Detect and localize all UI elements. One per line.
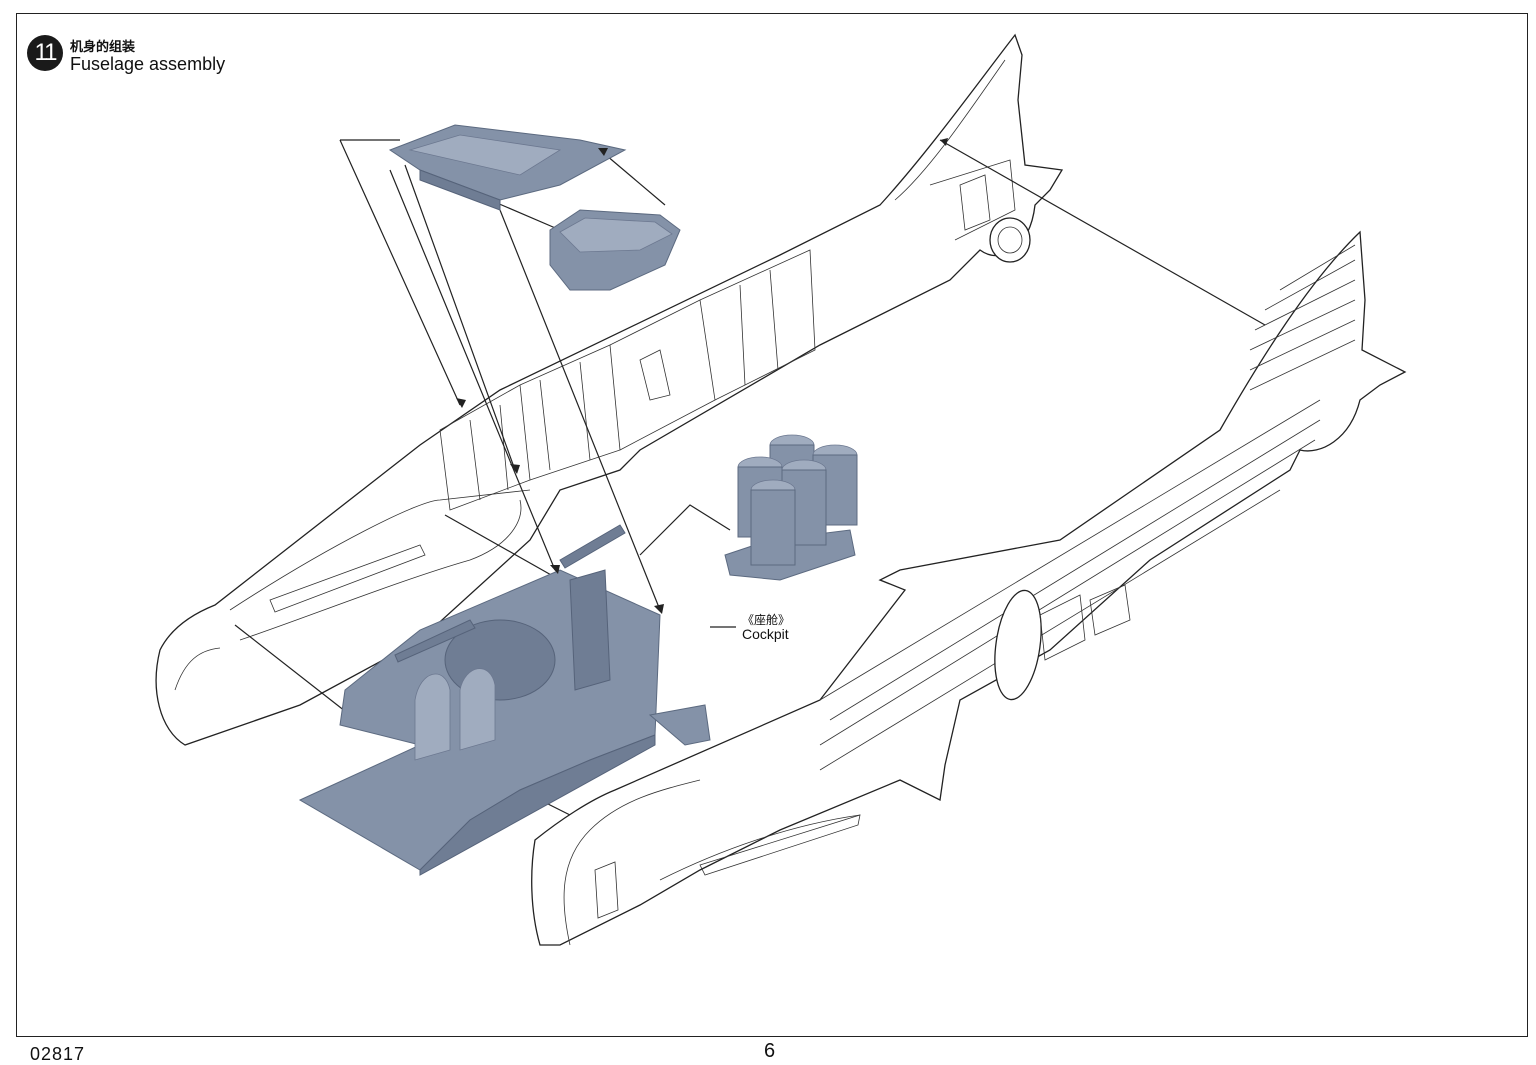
right-fuselage-half — [531, 230, 1407, 946]
assembly-guide-lines — [234, 139, 1266, 816]
page-frame — [16, 13, 1528, 1037]
cockpit-callout-english: Cockpit — [742, 626, 789, 642]
product-code: 02817 — [30, 1044, 86, 1064]
step-title-chinese: 机身的组装 — [70, 39, 136, 54]
instrument-panel-part — [549, 209, 681, 291]
step-title-english: Fuselage assembly — [70, 54, 226, 74]
cockpit-tub-part — [298, 524, 711, 876]
page-number: 6 — [764, 1040, 776, 1062]
cockpit-callout-chinese: 《座舱》 — [742, 613, 791, 627]
fuel-tank-rack-part — [724, 434, 858, 581]
canopy-frame-part — [388, 124, 627, 211]
left-fuselage-half — [155, 33, 1064, 746]
assembly-arrows — [456, 138, 948, 614]
step-number-badge: 11 — [27, 35, 63, 71]
